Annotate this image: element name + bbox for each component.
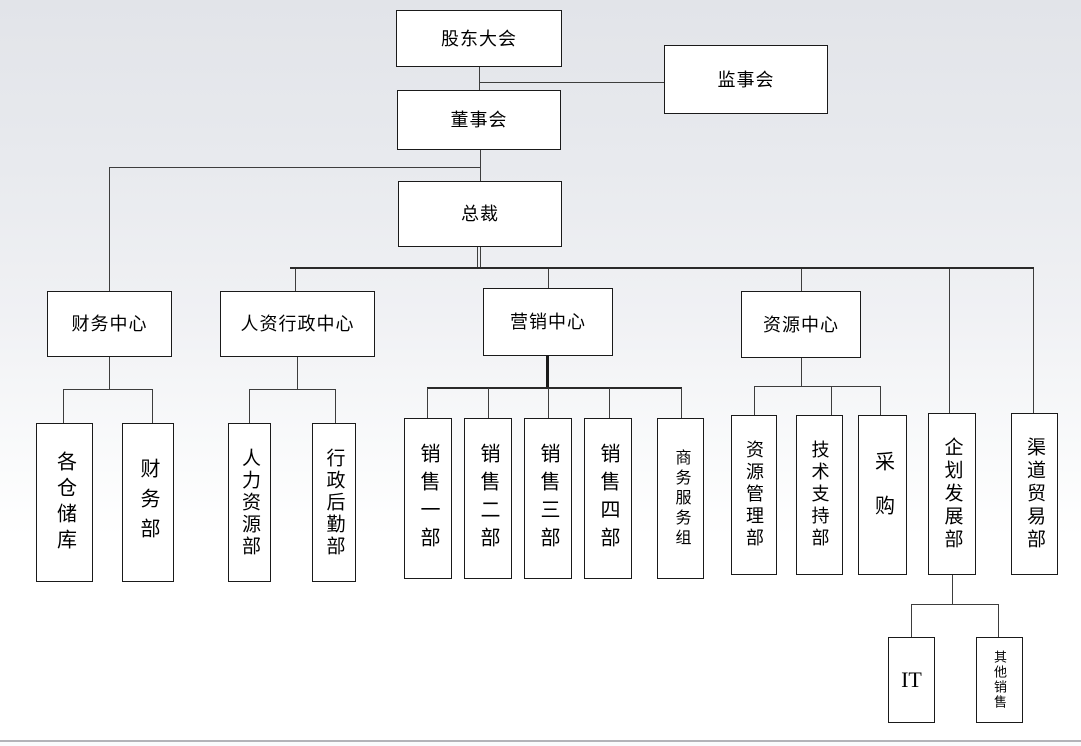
org-node-supervisory-board-label: 监事会 xyxy=(717,69,775,90)
org-node-admin-logistics-dept[interactable]: 行政后勤部 xyxy=(312,423,356,582)
connector-stub-sales-1 xyxy=(427,388,428,418)
org-node-resource-center-label: 资源中心 xyxy=(763,314,839,335)
connector-president-children-rail xyxy=(290,267,1034,269)
org-node-business-service-group-label: 商务服务组 xyxy=(672,448,690,549)
connector-stub-channel-trade xyxy=(1033,269,1034,413)
connector-president-down-left xyxy=(477,247,478,267)
org-node-sales-dept-3-label: 销售三部 xyxy=(537,442,559,555)
connector-stub-tech-support xyxy=(831,386,832,415)
org-node-hr-admin-center[interactable]: 人资行政中心 xyxy=(220,291,375,357)
org-node-other-sales-label: 其他销售 xyxy=(992,650,1007,710)
connector-stub-admin-logistics xyxy=(335,389,336,423)
org-node-president-label: 总裁 xyxy=(461,204,499,224)
connector-shareholders-board xyxy=(479,67,480,91)
connector-shareholders-supervisory xyxy=(480,82,664,83)
org-node-shareholders-label: 股东大会 xyxy=(441,28,517,49)
org-node-president[interactable]: 总裁 xyxy=(398,181,562,247)
connector-marketing-children-rail xyxy=(427,387,682,389)
window-bottom-divider xyxy=(0,740,1081,742)
connector-stub-resource-center xyxy=(801,269,802,291)
connector-board-finance-v xyxy=(109,167,110,291)
org-node-sales-dept-4[interactable]: 销售四部 xyxy=(584,418,632,579)
org-node-warehouses[interactable]: 各仓储库 xyxy=(36,423,93,582)
org-node-tech-support-dept[interactable]: 技术支持部 xyxy=(796,415,843,575)
org-node-finance-dept[interactable]: 财务部 xyxy=(122,423,174,582)
connector-board-president xyxy=(480,150,481,181)
org-node-admin-logistics-dept-label: 行政后勤部 xyxy=(323,447,345,558)
connector-stub-business-service xyxy=(681,388,682,418)
org-node-sales-dept-2-label: 销售二部 xyxy=(477,442,499,555)
org-node-business-service-group[interactable]: 商务服务组 xyxy=(657,418,704,579)
org-node-marketing-center[interactable]: 营销中心 xyxy=(483,288,613,356)
org-node-hr-dept[interactable]: 人力资源部 xyxy=(228,423,271,582)
org-node-planning-dev-dept-label: 企划发展部 xyxy=(941,436,963,552)
connector-planning-children-rail xyxy=(911,604,998,605)
connector-resource-down xyxy=(801,358,802,386)
org-node-warehouses-label: 各仓储库 xyxy=(53,450,76,555)
org-node-it[interactable]: IT xyxy=(888,637,935,723)
org-node-sales-dept-3[interactable]: 销售三部 xyxy=(524,418,572,579)
connector-stub-hr-admin-center xyxy=(295,269,296,291)
org-node-finance-center[interactable]: 财务中心 xyxy=(47,291,172,357)
org-node-finance-dept-label: 财务部 xyxy=(137,457,159,548)
connector-marketing-down xyxy=(546,356,549,387)
connector-stub-warehouses xyxy=(63,389,64,423)
org-node-resource-mgmt-dept[interactable]: 资源管理部 xyxy=(731,415,777,575)
connector-stub-hr-dept xyxy=(249,389,250,423)
org-node-procurement-label: 采购 xyxy=(871,451,894,539)
connector-finance-down xyxy=(109,357,110,389)
org-node-sales-dept-4-label: 销售四部 xyxy=(597,442,619,555)
org-node-tech-support-dept-label: 技术支持部 xyxy=(809,440,830,550)
org-node-hr-admin-center-label: 人资行政中心 xyxy=(240,314,355,334)
connector-stub-it xyxy=(911,604,912,637)
org-node-sales-dept-1[interactable]: 销售一部 xyxy=(404,418,452,579)
org-node-planning-dev-dept[interactable]: 企划发展部 xyxy=(928,413,976,575)
org-node-hr-dept-label: 人力资源部 xyxy=(239,447,260,558)
connector-president-down-right xyxy=(480,247,481,267)
connector-stub-finance-dept xyxy=(152,389,153,423)
connector-resource-children-rail xyxy=(754,386,880,387)
connector-stub-sales-3 xyxy=(548,388,549,418)
connector-finance-children-rail xyxy=(63,389,153,390)
connector-board-finance-h xyxy=(109,167,481,168)
connector-stub-marketing-center xyxy=(548,269,549,288)
connector-planning-dev-down xyxy=(952,575,953,604)
org-node-procurement[interactable]: 采购 xyxy=(858,415,907,575)
connector-stub-other-sales xyxy=(998,604,999,637)
connector-stub-sales-2 xyxy=(488,388,489,418)
org-node-resource-center[interactable]: 资源中心 xyxy=(741,291,861,358)
connector-stub-planning-dev xyxy=(949,269,950,413)
org-node-it-label: IT xyxy=(901,667,922,692)
org-node-other-sales[interactable]: 其他销售 xyxy=(976,637,1023,723)
org-node-channel-trade-dept-label: 渠道贸易部 xyxy=(1024,436,1045,552)
connector-hr-admin-down xyxy=(297,357,298,389)
org-node-board-of-directors[interactable]: 董事会 xyxy=(397,90,561,150)
org-node-sales-dept-1-label: 销售一部 xyxy=(417,442,439,555)
org-node-sales-dept-2[interactable]: 销售二部 xyxy=(464,418,512,579)
org-node-board-of-directors-label: 董事会 xyxy=(450,110,508,130)
connector-stub-resource-mgmt xyxy=(754,386,755,415)
org-node-marketing-center-label: 营销中心 xyxy=(510,312,586,332)
connector-hr-admin-children-rail xyxy=(249,389,336,390)
org-node-channel-trade-dept[interactable]: 渠道贸易部 xyxy=(1011,413,1058,575)
org-node-resource-mgmt-dept-label: 资源管理部 xyxy=(744,440,764,550)
window-bottom-strip xyxy=(0,742,1081,746)
connector-stub-procurement xyxy=(880,386,881,415)
org-node-shareholders[interactable]: 股东大会 xyxy=(396,10,562,67)
org-node-supervisory-board[interactable]: 监事会 xyxy=(664,45,828,114)
org-node-finance-center-label: 财务中心 xyxy=(71,314,148,334)
connector-stub-sales-4 xyxy=(609,388,610,418)
